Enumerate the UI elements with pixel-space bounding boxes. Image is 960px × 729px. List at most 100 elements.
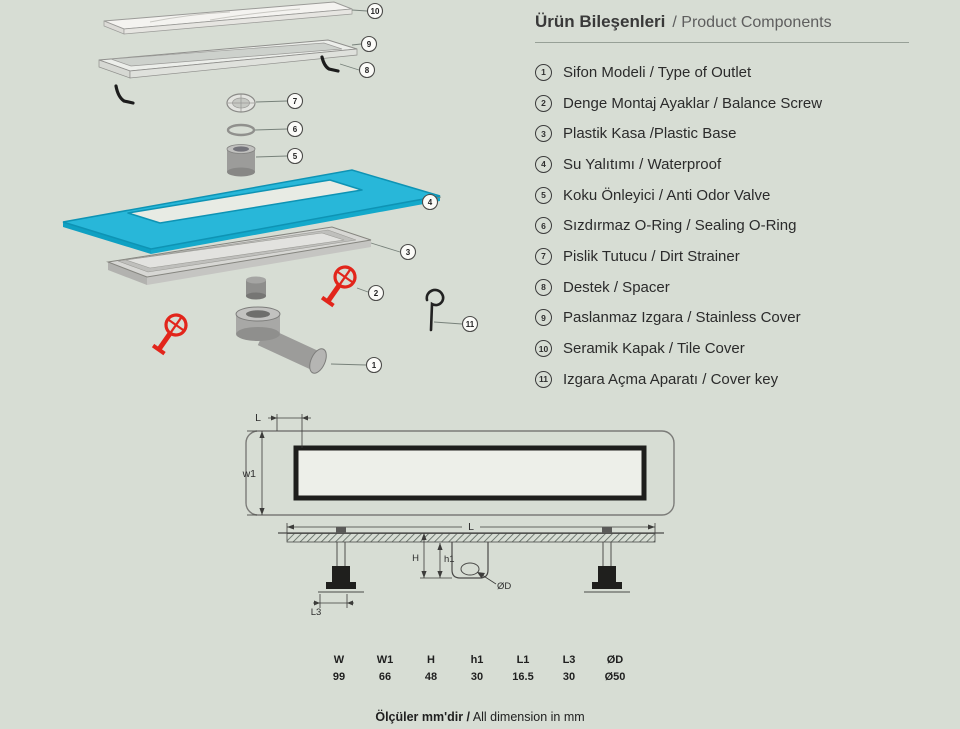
stainless-cover-part: [98, 39, 358, 79]
dimensions-table: W W1 H h1 L1 L3 ØD 99 66 48 30 16.5 30 Ø…: [316, 653, 638, 684]
component-number-badge: 10: [535, 340, 552, 358]
callout-leader-lines: [254, 9, 463, 366]
component-number-badge: 6: [535, 217, 552, 235]
table-value-cell: 48: [424, 671, 438, 683]
component-label: Pislik Tutucu / Dirt Strainer: [563, 247, 740, 265]
component-number-badge: 4: [535, 155, 552, 173]
component-item-9: 9 Paslanmaz Izgara / Stainless Cover: [535, 303, 909, 334]
svg-text:6: 6: [293, 125, 298, 134]
component-label: Denge Montaj Ayaklar / Balance Screw: [563, 94, 823, 112]
page-title: Ürün Bileşenleri / Product Components: [535, 12, 909, 43]
tile-cover-part: [103, 1, 353, 35]
component-number-badge: 9: [535, 309, 552, 327]
dim-label-L-section: L: [468, 521, 474, 533]
component-label: Sifon Modeli / Type of Outlet: [563, 63, 752, 81]
exploded-view: 10 9 8 7 6 5 4 3 2 1 11: [62, 1, 479, 374]
component-label: Izgara Açma Aparatı / Cover key: [563, 370, 779, 388]
plastic-base-part: [106, 226, 372, 300]
table-header-cell: h1: [470, 654, 484, 666]
table-header-cell: L1: [516, 654, 530, 666]
callout-2: 2: [367, 284, 385, 302]
svg-text:9: 9: [367, 40, 372, 49]
component-item-4: 4 Su Yalıtımı / Waterproof: [535, 149, 909, 180]
component-number-badge: 11: [535, 370, 552, 388]
svg-text:10: 10: [371, 7, 380, 16]
table-value-cell: 99: [332, 671, 346, 683]
component-number-badge: 1: [535, 63, 552, 81]
table-value-cell: 16.5: [512, 671, 534, 683]
component-label: Seramik Kapak / Tile Cover: [563, 340, 745, 358]
callout-1: 1: [365, 356, 383, 374]
component-number-badge: 3: [535, 125, 552, 143]
callout-7: 7: [286, 92, 304, 110]
product-components-panel: Ürün Bileşenleri / Product Components 1 …: [535, 12, 909, 395]
waterproof-membrane-part: [62, 169, 441, 254]
plan-view-drawing: L w1: [242, 412, 675, 516]
callout-badges: 10 9 8 7 6 5 4 3 2 1 11: [286, 2, 479, 374]
svg-text:3: 3: [406, 248, 411, 257]
table-header-cell: L3: [562, 654, 576, 666]
dim-label-h1: h1: [444, 554, 455, 565]
table-header-cell: W1: [376, 654, 394, 666]
dim-label-H: H: [412, 553, 419, 564]
svg-text:11: 11: [466, 320, 475, 329]
dirt-strainer-part: [226, 93, 256, 113]
svg-text:5: 5: [293, 152, 298, 161]
component-number-badge: 7: [535, 247, 552, 265]
dim-label-L-plan: L: [255, 412, 261, 424]
component-number-badge: 5: [535, 186, 552, 204]
dim-label-L3: L3: [311, 607, 322, 618]
component-item-7: 7 Pislik Tutucu / Dirt Strainer: [535, 241, 909, 272]
component-label: Paslanmaz Izgara / Stainless Cover: [563, 309, 801, 327]
dimension-note: Ölçüler mm'dir / All dimension in mm: [0, 710, 960, 724]
callout-8: 8: [358, 61, 376, 79]
component-item-8: 8 Destek / Spacer: [535, 272, 909, 303]
component-item-11: 11 Izgara Açma Aparatı / Cover key: [535, 364, 909, 395]
callout-9: 9: [360, 35, 378, 53]
dim-label-diameter: ØD: [497, 581, 511, 592]
odor-valve-part: [226, 144, 256, 177]
component-item-10: 10 Seramik Kapak / Tile Cover: [535, 333, 909, 364]
cover-key-part: [425, 288, 445, 332]
siphon-part: [235, 306, 327, 374]
component-label: Plastik Kasa /Plastic Base: [563, 125, 737, 143]
dim-label-w1: w1: [242, 468, 257, 480]
page-title-turkish: Ürün Bileşenleri: [535, 12, 666, 31]
table-header-cell: W: [333, 654, 345, 666]
component-item-6: 6 Sızdırmaz O-Ring / Sealing O-Ring: [535, 210, 909, 241]
o-ring-part: [226, 123, 256, 137]
table-value-cell: Ø50: [604, 671, 626, 683]
callout-5: 5: [286, 147, 304, 165]
component-item-5: 5 Koku Önleyici / Anti Odor Valve: [535, 180, 909, 211]
component-number-badge: 8: [535, 278, 552, 296]
svg-text:1: 1: [372, 361, 377, 370]
table-header-cell: ØD: [606, 654, 624, 666]
component-item-2: 2 Denge Montaj Ayaklar / Balance Screw: [535, 88, 909, 119]
balance-screw-parts: [151, 265, 357, 356]
callout-3: 3: [399, 243, 417, 261]
svg-text:8: 8: [365, 66, 370, 75]
svg-text:2: 2: [374, 289, 379, 298]
section-view-drawing: L H h1 ØD: [278, 521, 664, 618]
svg-text:7: 7: [293, 97, 298, 106]
table-value-cell: 30: [562, 671, 576, 683]
component-list: 1 Sifon Modeli / Type of Outlet 2 Denge …: [535, 57, 909, 395]
page-title-english: / Product Components: [672, 14, 832, 31]
component-label: Sızdırmaz O-Ring / Sealing O-Ring: [563, 217, 797, 235]
component-item-1: 1 Sifon Modeli / Type of Outlet: [535, 57, 909, 88]
callout-4: 4: [421, 193, 439, 211]
callout-11: 11: [461, 315, 479, 333]
dimension-note-turkish: Ölçüler mm'dir /: [375, 710, 471, 724]
svg-text:4: 4: [428, 198, 433, 207]
component-label: Koku Önleyici / Anti Odor Valve: [563, 186, 771, 204]
dimension-note-english: All dimension in mm: [472, 710, 585, 724]
table-value-cell: 30: [470, 671, 484, 683]
table-value-cell: 66: [378, 671, 392, 683]
component-number-badge: 2: [535, 94, 552, 112]
spacer-hook-icons: [114, 55, 340, 105]
callout-10: 10: [366, 2, 384, 20]
component-item-3: 3 Plastik Kasa /Plastic Base: [535, 118, 909, 149]
table-header-cell: H: [427, 654, 435, 666]
callout-6: 6: [286, 120, 304, 138]
